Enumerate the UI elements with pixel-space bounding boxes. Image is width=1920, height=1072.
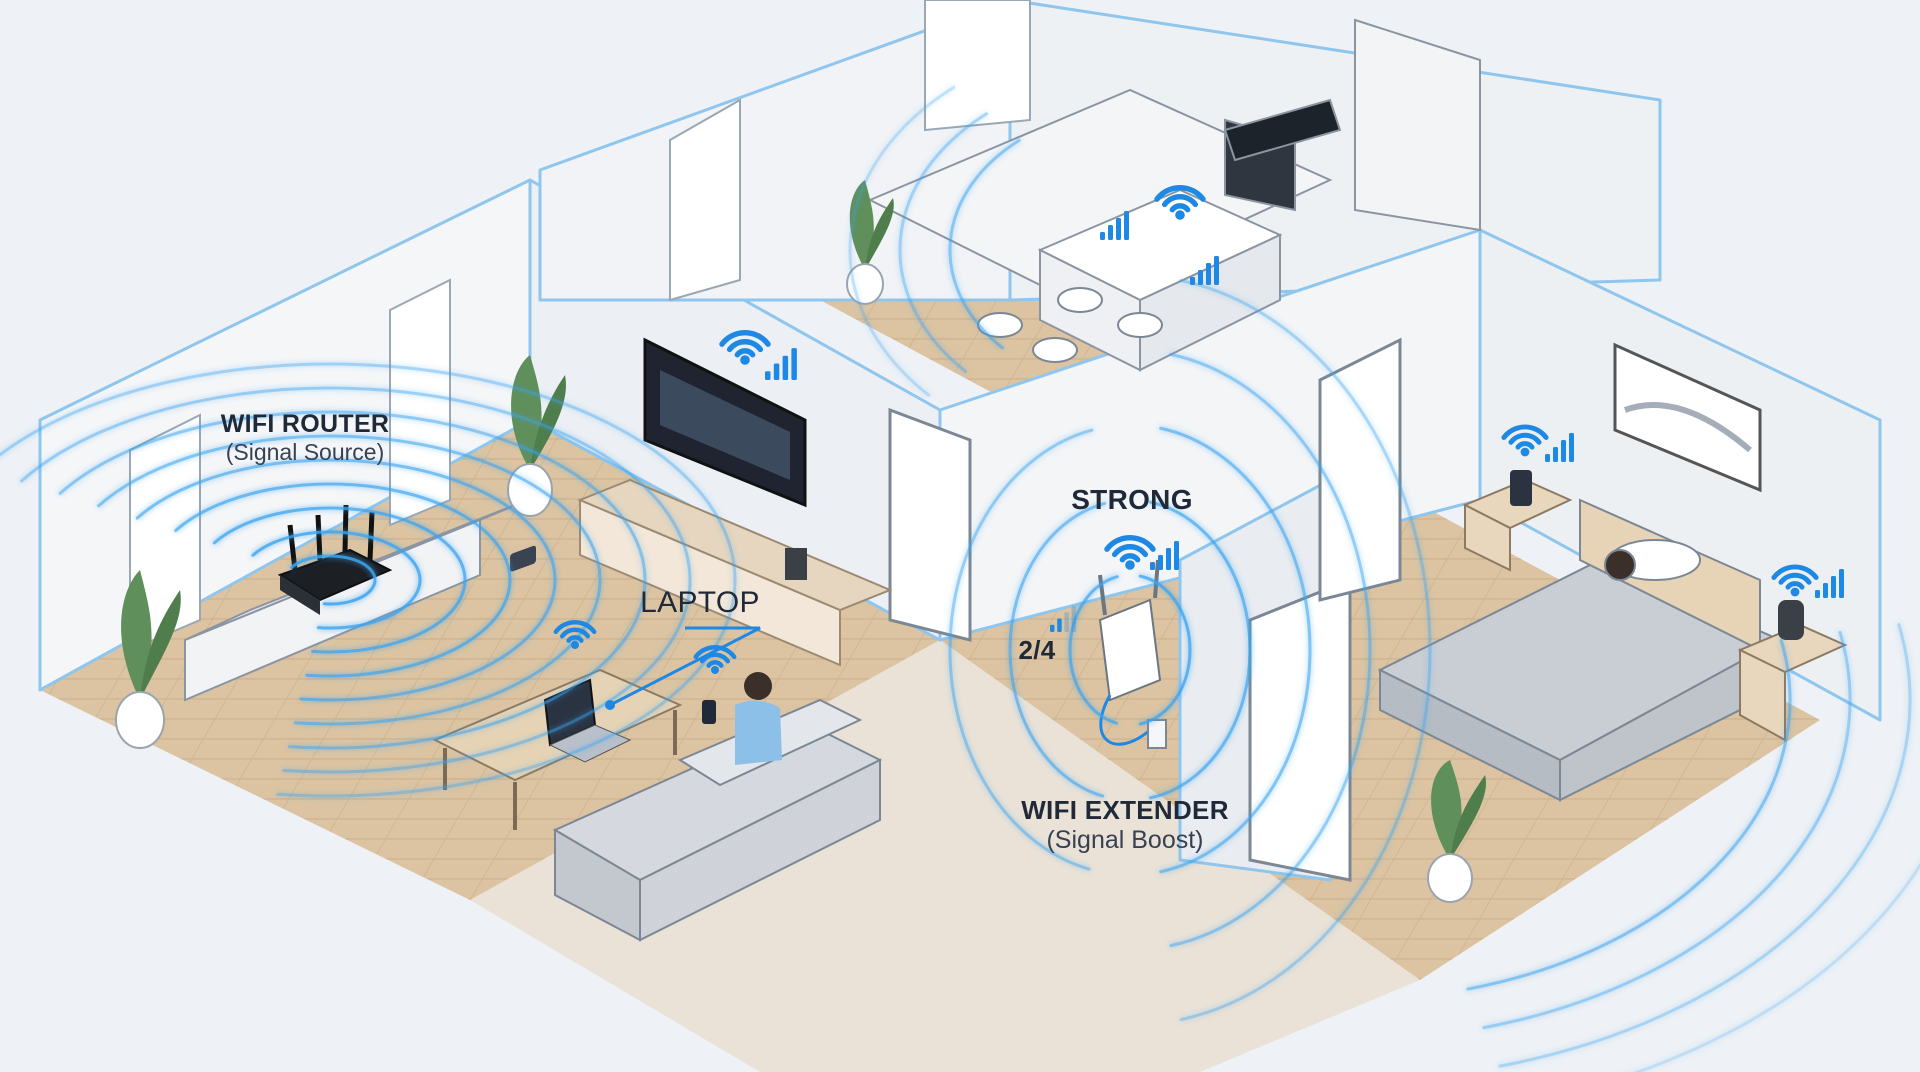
wifi-icon <box>693 645 737 674</box>
router-label-title: WIFI ROUTER <box>220 410 390 438</box>
signal-wave <box>58 410 647 750</box>
signal-wave <box>1138 574 1192 726</box>
extender-label-subtitle: (Signal Boost) <box>1046 825 1204 854</box>
signal-ratio-value: 2/4 <box>1018 635 1056 665</box>
signal-waves <box>0 85 1920 1072</box>
laptop-label: LAPTOP <box>620 586 780 621</box>
signal-wave <box>212 506 467 654</box>
extender-label-title: WIFI EXTENDER <box>1021 795 1229 825</box>
signal-bars-icon <box>765 348 797 380</box>
signal-wave <box>1482 630 1852 1030</box>
wifi-icon <box>1154 184 1206 220</box>
signal-wave <box>1008 501 1107 798</box>
signal-wave <box>97 434 602 726</box>
signal-bars-icon <box>1100 211 1129 240</box>
signal-bars-icon <box>1150 541 1179 570</box>
plant-icon <box>115 180 1486 903</box>
signal-wave <box>20 386 692 774</box>
signal-wave <box>1169 352 1372 948</box>
person-with-phone <box>702 672 782 765</box>
signal-bars-icon <box>1545 433 1574 462</box>
tv-icon <box>643 337 807 797</box>
extender-label: WIFI EXTENDER (Signal Boost) <box>990 795 1260 855</box>
laptop-label-connector <box>609 626 761 707</box>
signal-bars-icon <box>1050 605 1077 632</box>
wifi-icon <box>1771 564 1819 597</box>
router-label: WIFI ROUTER (Signal Source) <box>205 410 405 465</box>
wifi-icon <box>1104 534 1156 570</box>
wall-art <box>1613 342 1762 493</box>
signal-wave <box>848 85 956 397</box>
wifi-icon <box>1501 424 1549 457</box>
signal-wave <box>251 530 422 630</box>
kitchen-stools <box>977 287 1163 363</box>
tv-cabinet <box>577 478 893 667</box>
sofa-icon <box>552 698 883 942</box>
wifi-indicators <box>553 184 1844 674</box>
signal-bars-icon <box>1815 569 1844 598</box>
signal-wave <box>0 362 737 798</box>
signal-wave <box>948 138 1021 350</box>
signal-wave <box>1068 575 1119 725</box>
signal-wave <box>1159 426 1312 874</box>
laptop-label-title: LAPTOP <box>640 586 760 619</box>
bed-icon <box>1377 498 1783 802</box>
signal-wave <box>174 482 512 678</box>
signal-bars-icon <box>1190 256 1219 285</box>
signal-wave <box>1179 278 1432 1022</box>
phone-icon <box>702 700 716 724</box>
signal-wave <box>898 112 989 374</box>
connector-dot <box>605 700 615 710</box>
signal-ratio-label: 2/4 <box>1002 635 1072 666</box>
strong-label-title: STRONG <box>1071 484 1193 515</box>
tablet-icon <box>510 545 536 572</box>
strong-label: STRONG <box>1052 484 1212 516</box>
signal-wave <box>1498 623 1912 1068</box>
wifi-icon <box>553 620 597 649</box>
speaker-icon <box>1778 600 1804 640</box>
signal-wave <box>1466 638 1792 991</box>
door-icon <box>888 337 1402 882</box>
signal-wave <box>289 554 377 606</box>
signal-wave <box>135 458 557 702</box>
router-label-subtitle: (Signal Source) <box>225 438 385 465</box>
signal-wave <box>948 428 1094 871</box>
extender-icon <box>1098 559 1167 749</box>
signal-wave <box>1148 500 1252 800</box>
wifi-icon <box>719 329 771 365</box>
speaker-icon <box>785 548 807 580</box>
tablet-icon <box>1510 470 1532 506</box>
signal-wave <box>1633 862 1920 1072</box>
